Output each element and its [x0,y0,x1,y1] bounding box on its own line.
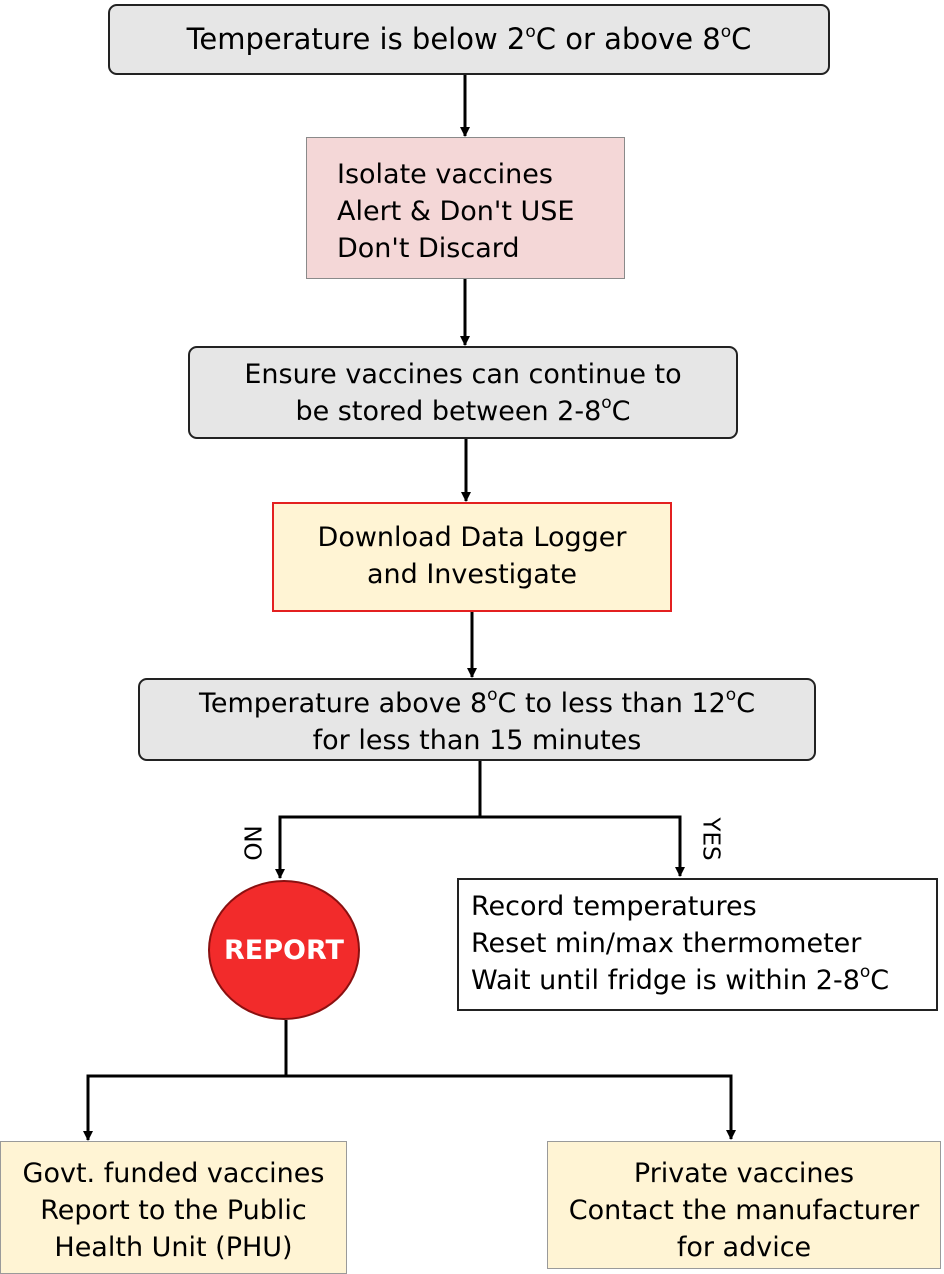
private-vaccines-box: Private vaccines Contact the manufacture… [547,1141,941,1269]
ensure-line-2: be stored between 2-8oC [295,393,631,428]
temperature-check-box: Temperature above 8oC to less than 12oC … [138,678,816,761]
branch-label-no: NO [238,825,265,861]
record-line-3: Wait until fridge is within 2-8oC [471,962,890,997]
temperature-out-of-range-box: Temperature is below 2oC or above 8oC [108,4,830,75]
ensure-storage-box: Ensure vaccines can continue to be store… [188,346,738,439]
start-text: Temperature is below 2oC or above 8oC [186,22,752,56]
branch-label-yes: YES [697,817,724,861]
record-line-1: Record temperatures [471,891,757,922]
isolate-line-1: Isolate vaccines [337,159,553,190]
ensure-line-1: Ensure vaccines can continue to [244,359,682,390]
record-temperatures-box: Record temperatures Reset min/max thermo… [457,878,938,1011]
download-line-2: and Investigate [366,559,578,590]
temp-check-line-1: Temperature above 8oC to less than 12oC [198,685,756,720]
private-line-1: Private vaccines [633,1158,855,1189]
download-data-logger-box: Download Data Logger and Investigate [272,502,672,612]
temp-check-line-2: for less than 15 minutes [312,725,642,756]
govt-line-1: Govt. funded vaccines [22,1158,325,1189]
govt-line-2: Report to the Public [40,1195,307,1226]
isolate-vaccines-box: Isolate vaccines Alert & Don't USE Don't… [306,137,625,279]
private-line-2: Contact the manufacturer [568,1195,920,1226]
report-circle: REPORT [208,880,360,1020]
isolate-line-2: Alert & Don't USE [337,196,575,227]
govt-line-3: Health Unit (PHU) [54,1232,293,1263]
report-split-line [86,1074,733,1140]
report-label: REPORT [224,934,344,966]
branch-split-line [278,815,682,877]
record-line-2: Reset min/max thermometer [471,928,862,959]
isolate-line-3: Don't Discard [337,233,520,264]
govt-funded-vaccines-box: Govt. funded vaccines Report to the Publ… [0,1141,347,1274]
private-line-3: for advice [676,1232,812,1263]
download-line-1: Download Data Logger [317,522,627,553]
